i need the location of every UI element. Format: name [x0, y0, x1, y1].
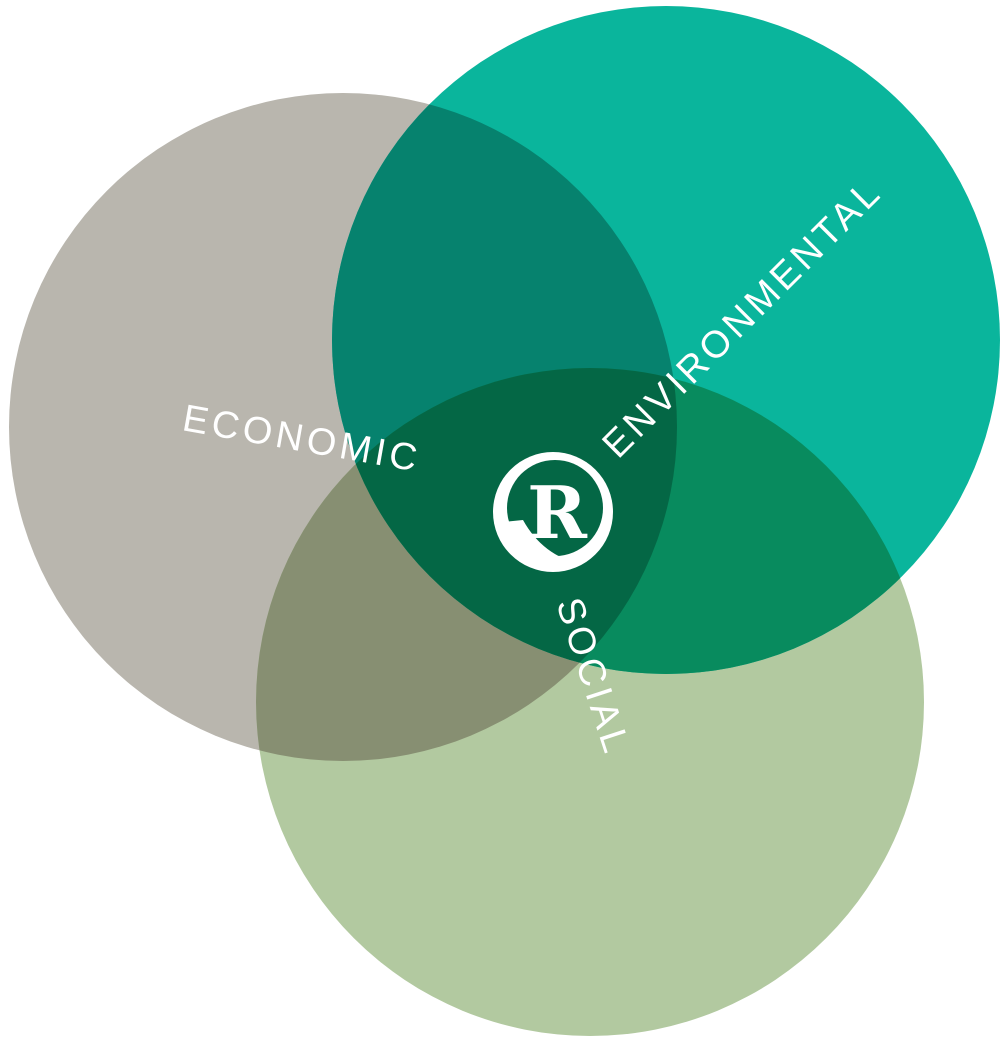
center-overlap — [332, 368, 677, 674]
r-logo-icon: R — [493, 452, 613, 572]
svg-text:R: R — [527, 470, 588, 555]
